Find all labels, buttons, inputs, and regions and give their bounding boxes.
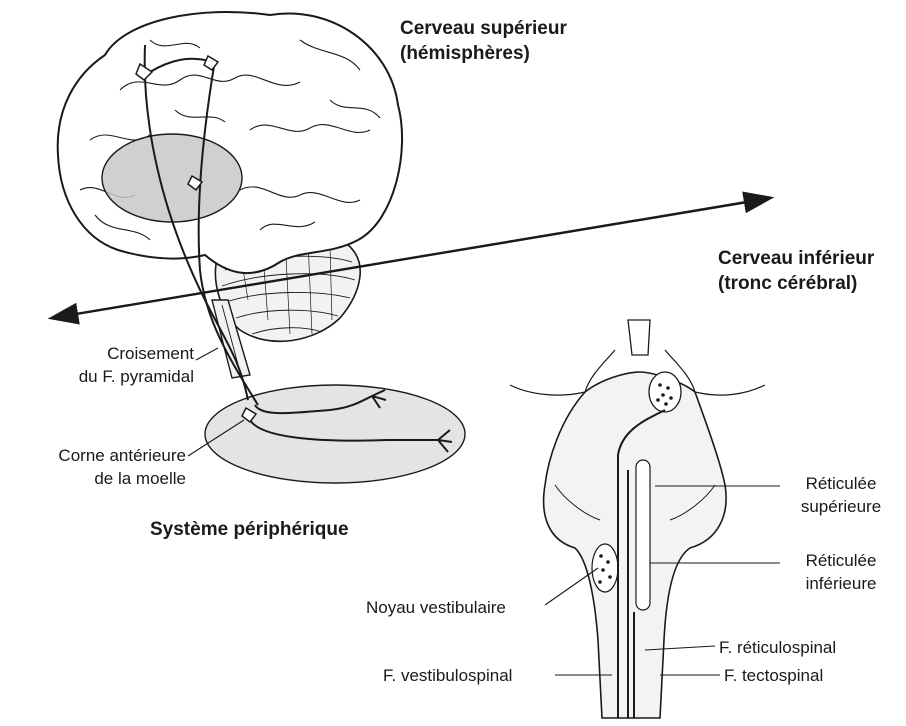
superior-reticular-line2: supérieure (782, 495, 900, 518)
inferior-reticular-line2: inférieure (782, 572, 900, 595)
label-peripheral-system: Système périphérique (150, 517, 349, 542)
label-upper-brain: Cerveau supérieur (hémisphères) (400, 16, 567, 66)
label-superior-reticular: Réticulée supérieure (782, 472, 900, 518)
anterior-horn-line2: de la moelle (10, 467, 186, 490)
superior-colliculus-nucleus (649, 372, 681, 412)
label-vestibular-nucleus: Noyau vestibulaire (366, 596, 506, 619)
brain-hemisphere (58, 12, 402, 273)
peripheral-system-region (205, 385, 465, 483)
label-lower-brain: Cerveau inférieur (tronc cérébral) (718, 246, 874, 296)
label-tectospinal-tract: F. tectospinal (724, 664, 823, 687)
label-pyramidal-crossing: Croisement du F. pyramidal (60, 342, 194, 388)
inferior-reticular-line1: Réticulée (782, 549, 900, 572)
reticular-column-superior (636, 460, 650, 610)
superior-reticular-line1: Réticulée (782, 472, 900, 495)
upper-brain-line1: Cerveau supérieur (400, 16, 567, 41)
pyramidal-crossing-line2: du F. pyramidal (60, 365, 194, 388)
lower-brain-line2: (tronc cérébral) (718, 271, 874, 296)
upper-brain-line2: (hémisphères) (400, 41, 567, 66)
label-anterior-horn: Corne antérieure de la moelle (10, 444, 186, 490)
anterior-horn-line1: Corne antérieure (10, 444, 186, 467)
lower-brain-line1: Cerveau inférieur (718, 246, 874, 271)
motor-cortex-region (102, 134, 242, 222)
vestibular-nucleus-shape (592, 544, 618, 592)
label-inferior-reticular: Réticulée inférieure (782, 549, 900, 595)
label-reticulospinal-tract: F. réticulospinal (719, 636, 836, 659)
label-vestibulospinal-tract: F. vestibulospinal (383, 664, 512, 687)
pyramidal-crossing-line1: Croisement (60, 342, 194, 365)
